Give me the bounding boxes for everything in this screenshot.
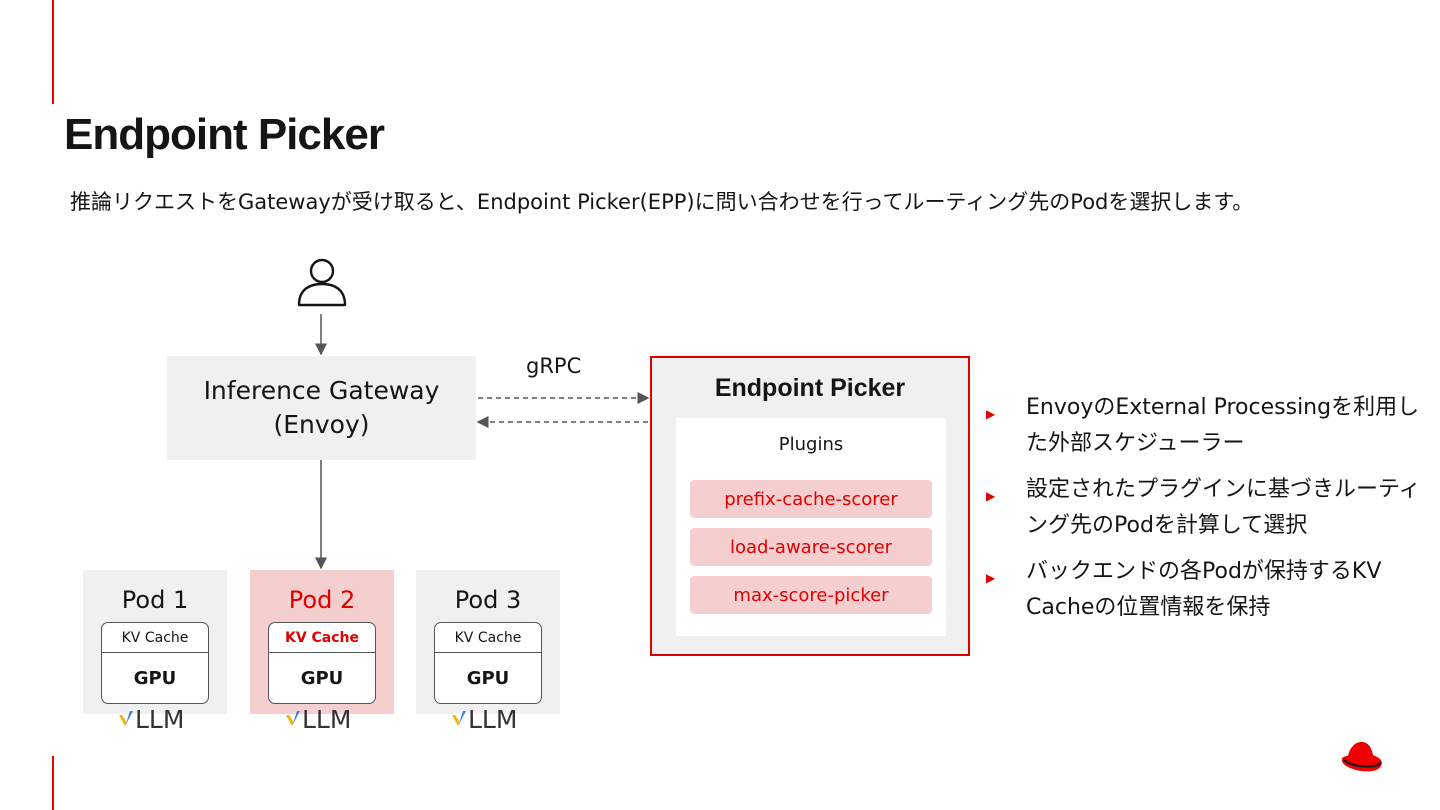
- gpu-label: GPU: [300, 667, 344, 689]
- vllm-logo: LLM: [451, 704, 531, 734]
- vllm-logo-icon: [452, 711, 466, 726]
- accent-bar-top: [52, 0, 54, 104]
- gpu-box: KV Cache GPU: [101, 622, 209, 704]
- vllm-logo: LLM: [285, 704, 365, 734]
- bullet-marker-icon: ▶: [986, 571, 996, 585]
- plugin-prefix-cache-scorer: prefix-cache-scorer: [690, 480, 932, 518]
- epp-title: Endpoint Picker: [714, 374, 906, 402]
- bullet-item: ▶ 設定されたプラグインに基づきルーティング先のPodを計算して選択: [986, 472, 1426, 544]
- gpu-label: GPU: [466, 667, 510, 689]
- bullet-text: 設定されたプラグインに基づきルーティング先のPodを計算して選択: [1026, 477, 1421, 538]
- gateway-label: Inference Gateway: [203, 376, 440, 405]
- inference-gateway-box: Inference Gateway (Envoy): [167, 356, 476, 460]
- bullet-text: バックエンドの各Podが保持するKV Cacheの位置情報を保持: [1026, 559, 1382, 620]
- pod-2: Pod 2 KV Cache GPU: [250, 570, 394, 714]
- bullet-list: ▶ EnvoyのExternal Processingを利用した外部スケジューラ…: [986, 390, 1426, 636]
- pod-name: Pod 2: [288, 586, 356, 614]
- endpoint-picker-box: Endpoint Picker Plugins prefix-cache-sco…: [650, 356, 970, 656]
- vllm-text: LLM: [468, 704, 518, 734]
- pod-name: Pod 3: [454, 586, 522, 614]
- gpu-box: KV Cache GPU: [268, 622, 376, 704]
- gateway-sublabel: (Envoy): [273, 410, 370, 439]
- bullet-text: EnvoyのExternal Processingを利用した外部スケジューラー: [1026, 395, 1420, 456]
- bullet-item: ▶ EnvoyのExternal Processingを利用した外部スケジューラ…: [986, 390, 1426, 462]
- plugins-label: Plugins: [778, 434, 844, 455]
- slide-subtitle: 推論リクエストをGatewayが受け取ると、Endpoint Picker(EP…: [70, 190, 1254, 214]
- slide-title: Endpoint Picker: [64, 110, 385, 159]
- vllm-text: LLM: [135, 704, 185, 734]
- bullet-marker-icon: ▶: [986, 489, 996, 503]
- grpc-label: gRPC: [526, 354, 582, 378]
- plugins-panel: Plugins prefix-cache-scorer load-aware-s…: [676, 418, 946, 636]
- vllm-logo-icon: [286, 711, 300, 726]
- bullet-item: ▶ バックエンドの各Podが保持するKV Cacheの位置情報を保持: [986, 554, 1426, 626]
- vllm-text: LLM: [302, 704, 352, 734]
- vllm-logo-icon: [119, 711, 133, 726]
- plugin-load-aware-scorer: load-aware-scorer: [690, 528, 932, 566]
- vllm-logo: LLM: [118, 704, 198, 734]
- plugin-max-score-picker: max-score-picker: [690, 576, 932, 614]
- user-icon: [297, 258, 347, 307]
- gpu-box: KV Cache GPU: [434, 622, 542, 704]
- kv-cache-label: KV Cache: [102, 623, 208, 653]
- pod-3: Pod 3 KV Cache GPU: [416, 570, 560, 714]
- kv-cache-label: KV Cache: [269, 623, 375, 653]
- pod-1: Pod 1 KV Cache GPU: [83, 570, 227, 714]
- accent-bar-bottom: [52, 756, 54, 810]
- redhat-logo-icon: [1341, 742, 1382, 772]
- pod-name: Pod 1: [121, 586, 189, 614]
- kv-cache-label: KV Cache: [435, 623, 541, 653]
- bullet-marker-icon: ▶: [986, 407, 996, 421]
- gpu-label: GPU: [133, 667, 177, 689]
